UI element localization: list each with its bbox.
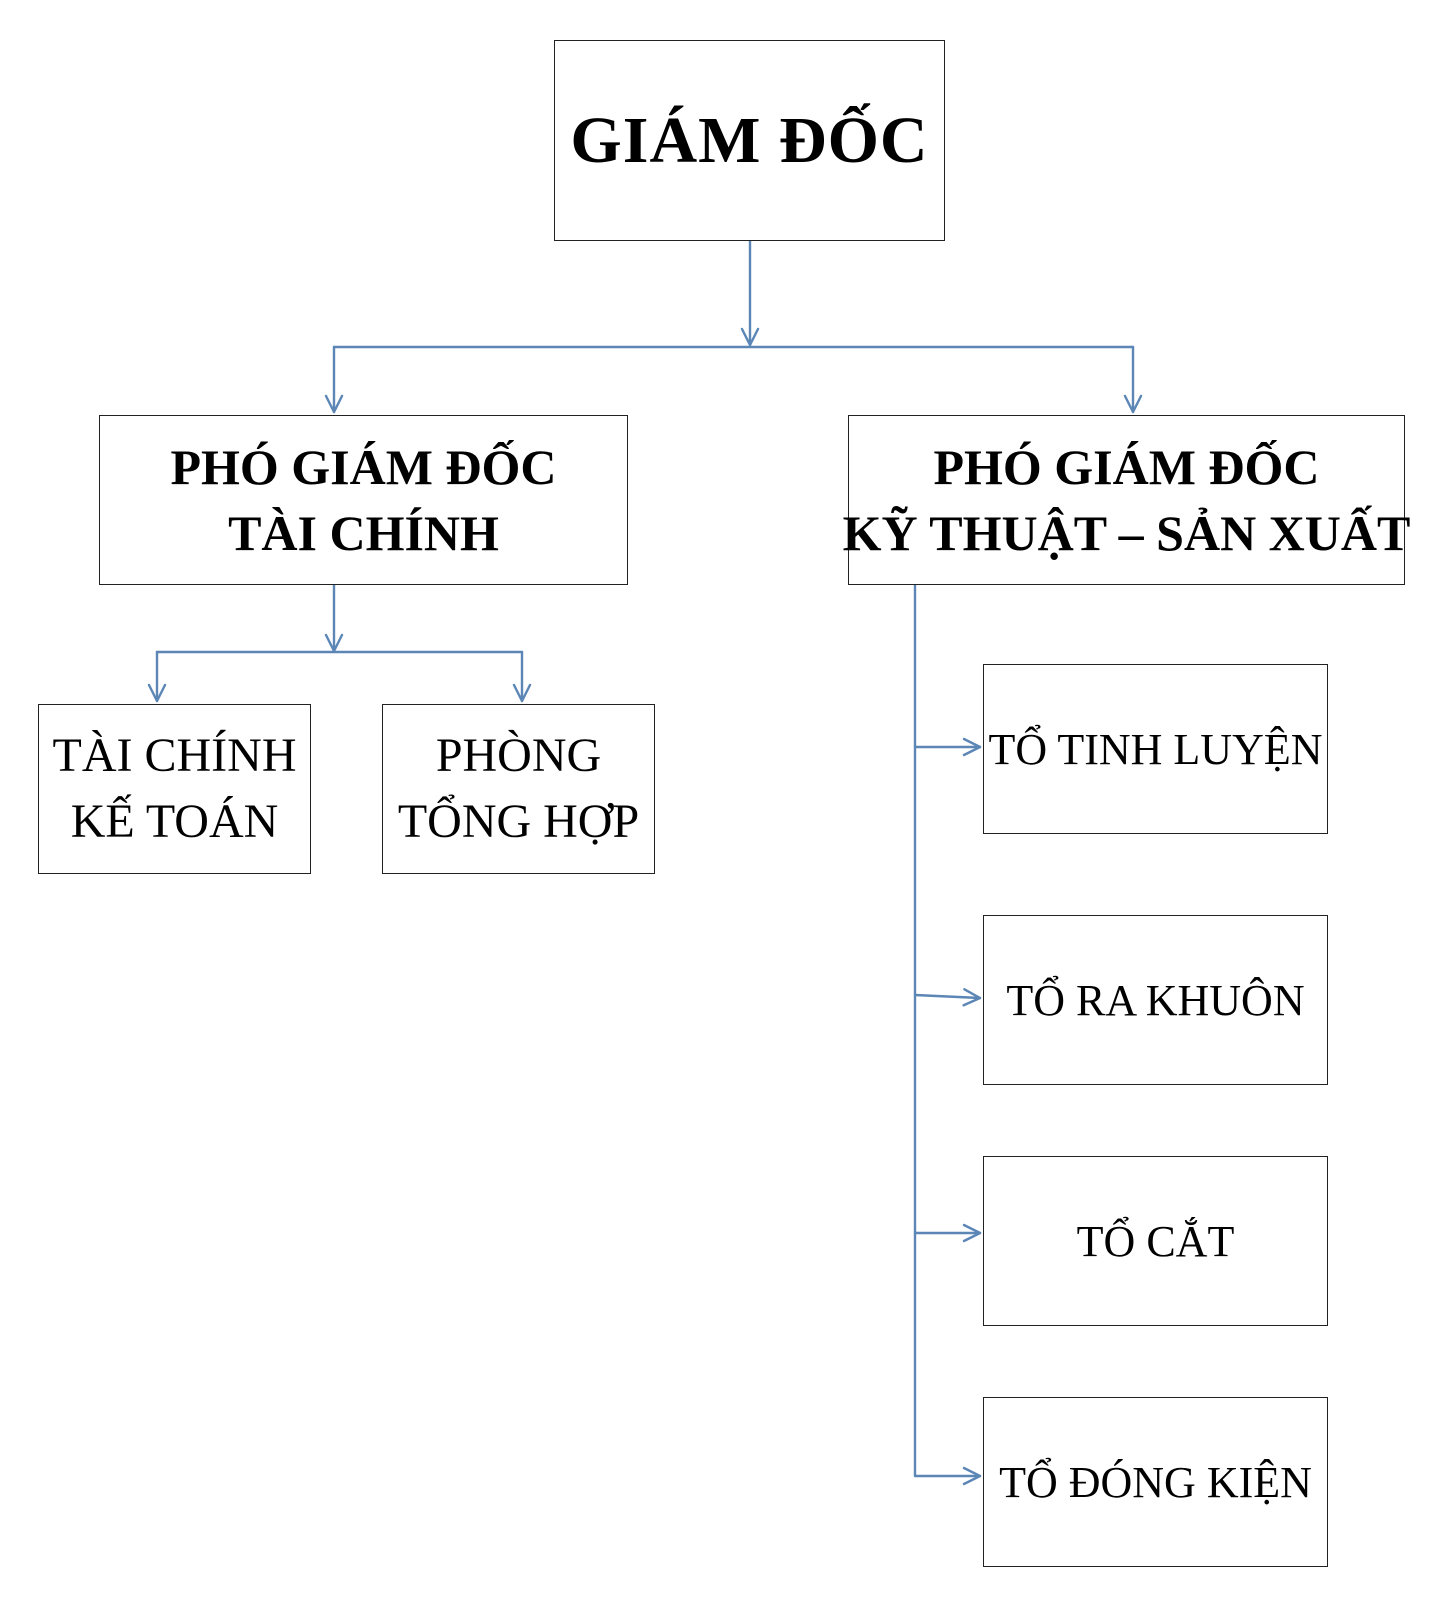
team-molding-label: TỔ RA KHUÔN [1006, 975, 1305, 1025]
deputy-finance-line2: TÀI CHÍNH [228, 505, 499, 561]
deputy-technical-line2: KỸ THUẬT – SẢN XUẤT [842, 505, 1411, 561]
team-cutting-box: TỔ CẮT [983, 1156, 1328, 1326]
team-cutting-label: TỔ CẮT [1076, 1216, 1235, 1266]
finance-accounting-box: TÀI CHÍNH KẾ TOÁN [38, 704, 311, 874]
team-refining-label: TỔ TINH LUYỆN [988, 724, 1323, 774]
director-title: GIÁM ĐỐC [570, 103, 929, 177]
finance-accounting-line2: KẾ TOÁN [70, 795, 279, 848]
finance-accounting-line1: TÀI CHÍNH [52, 729, 297, 782]
team-refining-box: TỔ TINH LUYỆN [983, 664, 1328, 834]
general-office-line2: TỔNG HỢP [397, 795, 640, 848]
team-packing-label: TỔ ĐÓNG KIỆN [999, 1457, 1312, 1507]
team-molding-box: TỔ RA KHUÔN [983, 915, 1328, 1085]
to-team-molding-arrow [913, 988, 982, 1007]
deputy-finance-line1: PHÓ GIÁM ĐỐC [170, 439, 557, 495]
deputy-technical-box: PHÓ GIÁM ĐỐC KỸ THUẬT – SẢN XUẤT [843, 415, 1410, 585]
team-packing-box: TỔ ĐÓNG KIỆN [983, 1397, 1328, 1567]
deputy-finance-box: PHÓ GIÁM ĐỐC TÀI CHÍNH [99, 415, 628, 585]
general-office-line1: PHÒNG [435, 729, 602, 782]
general-office-box: PHÒNG TỔNG HỢP [382, 704, 655, 874]
deputy-technical-line1: PHÓ GIÁM ĐỐC [933, 439, 1320, 495]
director-box: GIÁM ĐỐC [554, 40, 945, 241]
